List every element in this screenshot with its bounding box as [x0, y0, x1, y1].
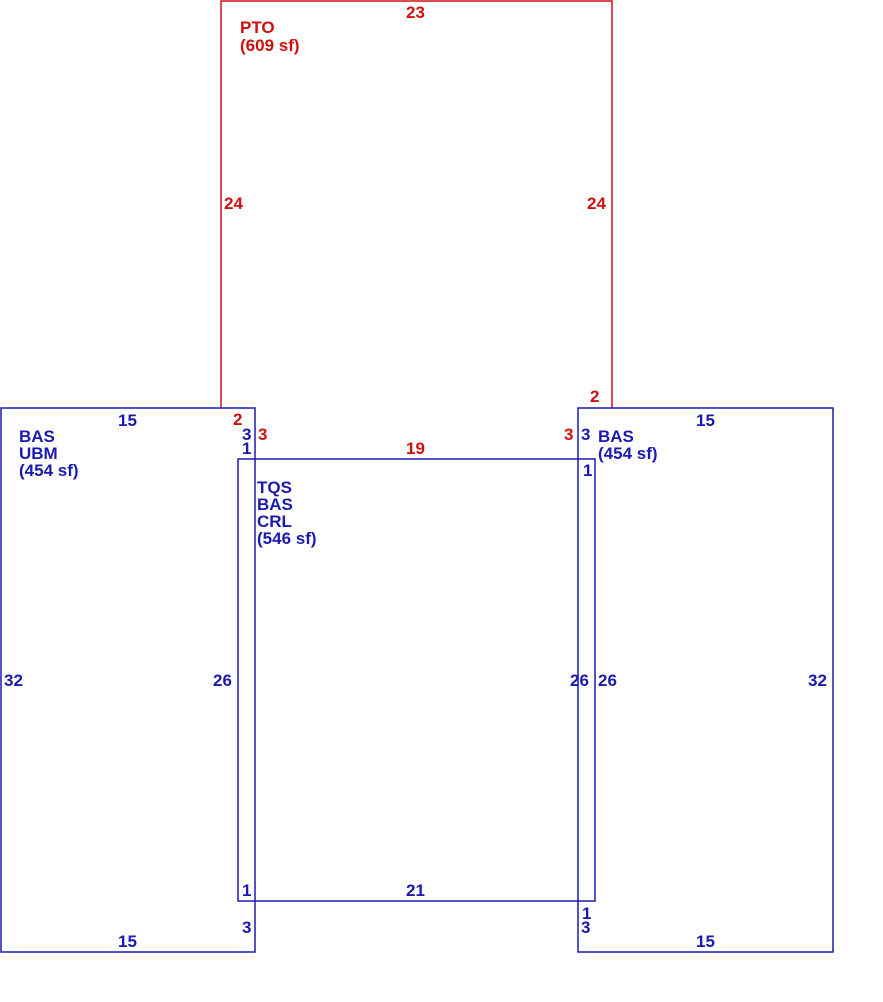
center-area-label: (546 sf) — [257, 529, 317, 548]
bas-left-side-dimension: 32 — [4, 671, 23, 690]
pto-left-step-dimension: 2 — [233, 410, 242, 429]
bas-right-area-label: (454 sf) — [598, 444, 658, 463]
bas-right-notch-bottom-b-dimension: 3 — [581, 918, 590, 937]
center-code3-label: CRL — [257, 512, 292, 531]
center-corner-dimension: 1 — [583, 461, 592, 480]
pto-right-dimension: 24 — [587, 194, 606, 213]
pto-code-label: PTO — [240, 18, 275, 37]
bas-right-inner-dimension: 26 — [598, 671, 617, 690]
bas-left-code2-label: UBM — [19, 444, 58, 463]
pto-left-inset-dimension: 3 — [258, 425, 267, 444]
bas-left-notch-bottom-a-dimension: 1 — [242, 881, 251, 900]
bas-left-inner-dimension: 26 — [213, 671, 232, 690]
bas-right-top-dimension: 15 — [696, 411, 715, 430]
center-code1-label: TQS — [257, 478, 292, 497]
bas-left-notch-top-a-dimension: 3 — [242, 425, 251, 444]
bas-left-top-dimension: 15 — [118, 411, 137, 430]
center-code2-label: BAS — [257, 495, 293, 514]
bas-left-area-label: (454 sf) — [19, 461, 79, 480]
bas-left-notch-bottom-b-dimension: 3 — [242, 918, 251, 937]
bas-right-outline — [577, 407, 834, 953]
bas-left-notch-top-b-dimension: 1 — [242, 439, 251, 458]
pto-right-step-dimension: 2 — [590, 387, 599, 406]
pto-outline — [220, 0, 613, 408]
pto-top-dimension: 23 — [406, 3, 425, 22]
bas-right-code1-label: BAS — [598, 427, 634, 446]
bas-left-bottom-dimension: 15 — [118, 932, 137, 951]
bas-right-bottom-dimension: 15 — [696, 932, 715, 951]
pto-left-dimension: 24 — [224, 194, 243, 213]
pto-bottom-dimension: 19 — [406, 439, 425, 458]
center-right-dimension: 26 — [570, 671, 589, 690]
pto-right-inset-dimension: 3 — [564, 425, 573, 444]
bas-right-notch-top-dimension: 3 — [581, 425, 590, 444]
center-bottom-dimension: 21 — [406, 881, 425, 900]
bas-left-outline — [0, 407, 256, 953]
bas-right-side-dimension: 32 — [808, 671, 827, 690]
bas-right-notch-bottom-a-dimension: 1 — [582, 904, 591, 923]
center-outline — [237, 458, 596, 902]
pto-area-label: (609 sf) — [240, 36, 300, 55]
bas-left-code1-label: BAS — [19, 427, 55, 446]
